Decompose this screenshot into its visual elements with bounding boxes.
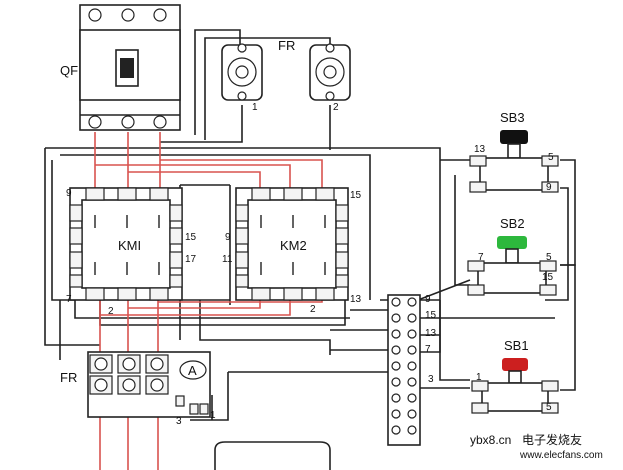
sb3-terminal-13: 13 — [474, 144, 486, 155]
sb1-terminal-1: 1 — [476, 372, 482, 383]
fr-bottom-label: FR — [60, 370, 77, 385]
sb2-cap — [497, 236, 527, 249]
sb2-terminal-5: 5 — [546, 252, 552, 263]
qf-breaker: QF — [60, 4, 181, 131]
km1-terminal-9: 9 — [66, 188, 72, 199]
watermark-brand: 电子发烧友 — [522, 432, 582, 447]
sb3-terminal-9: 9 — [546, 182, 552, 193]
km1-terminal-2: 2 — [108, 306, 114, 317]
ammeter-label: A — [188, 363, 197, 378]
terminal-strip: 9 15 13 7 3 — [387, 294, 437, 446]
km2-terminal-9: 9 — [225, 232, 231, 243]
ammeter-dial — [179, 360, 207, 380]
watermark-site: ybx8.cn — [470, 433, 511, 447]
km2-terminal-13: 13 — [350, 294, 362, 305]
km1-terminal-7: 7 — [66, 294, 72, 305]
fr-terminal-2: 2 — [333, 102, 339, 113]
sb3-cap — [500, 130, 528, 144]
sb3-label: SB3 — [500, 110, 525, 125]
km2-contactor: KM2 9 11 15 13 2 — [222, 187, 362, 315]
km1-contactor: KMI 9 15 17 7 2 — [66, 187, 197, 317]
km2-label: KM2 — [280, 238, 307, 253]
fr-bottom-terminal-1: 1 — [210, 410, 216, 421]
sb1-push-button: SB1 1 5 — [471, 338, 559, 414]
km1-terminal-15: 15 — [185, 232, 197, 243]
sb1-label: SB1 — [504, 338, 529, 353]
strip-terminal-7: 7 — [425, 344, 431, 355]
km2-terminal-15: 15 — [350, 190, 362, 201]
sb2-label: SB2 — [500, 216, 525, 231]
sb3-push-button: SB3 13 5 9 — [469, 110, 559, 193]
sb2-push-button: SB2 7 5 15 — [467, 216, 557, 296]
sb3-terminal-5: 5 — [548, 152, 554, 163]
fr-bottom-terminal-3: 3 — [176, 416, 182, 427]
km2-terminal-2: 2 — [310, 304, 316, 315]
watermark: ybx8.cn 电子发烧友 www.elecfans.com — [470, 432, 603, 461]
sb1-terminal-5: 5 — [546, 402, 552, 413]
qf-label: QF — [60, 63, 78, 78]
sb2-terminal-15: 15 — [542, 272, 554, 283]
terminal-strip-screws — [391, 297, 417, 435]
strip-terminal-15: 15 — [425, 310, 437, 321]
strip-terminal-13: 13 — [425, 328, 437, 339]
sb2-terminal-7: 7 — [478, 252, 484, 263]
km1-terminal-17: 17 — [185, 254, 197, 265]
km2-terminal-11: 11 — [222, 254, 233, 265]
wiring — [44, 29, 576, 470]
strip-terminal-9: 9 — [425, 294, 431, 305]
fr-terminal-1: 1 — [252, 102, 258, 113]
fr-top-label: FR — [278, 38, 295, 53]
strip-terminal-3: 3 — [428, 374, 434, 385]
watermark-url: www.elecfans.com — [519, 450, 603, 461]
sb1-cap — [502, 358, 528, 371]
fr-bottom-relay: A FR 3 1 — [60, 351, 216, 427]
fr-top-relay: FR 1 2 — [221, 38, 351, 113]
km1-label: KMI — [118, 238, 141, 253]
